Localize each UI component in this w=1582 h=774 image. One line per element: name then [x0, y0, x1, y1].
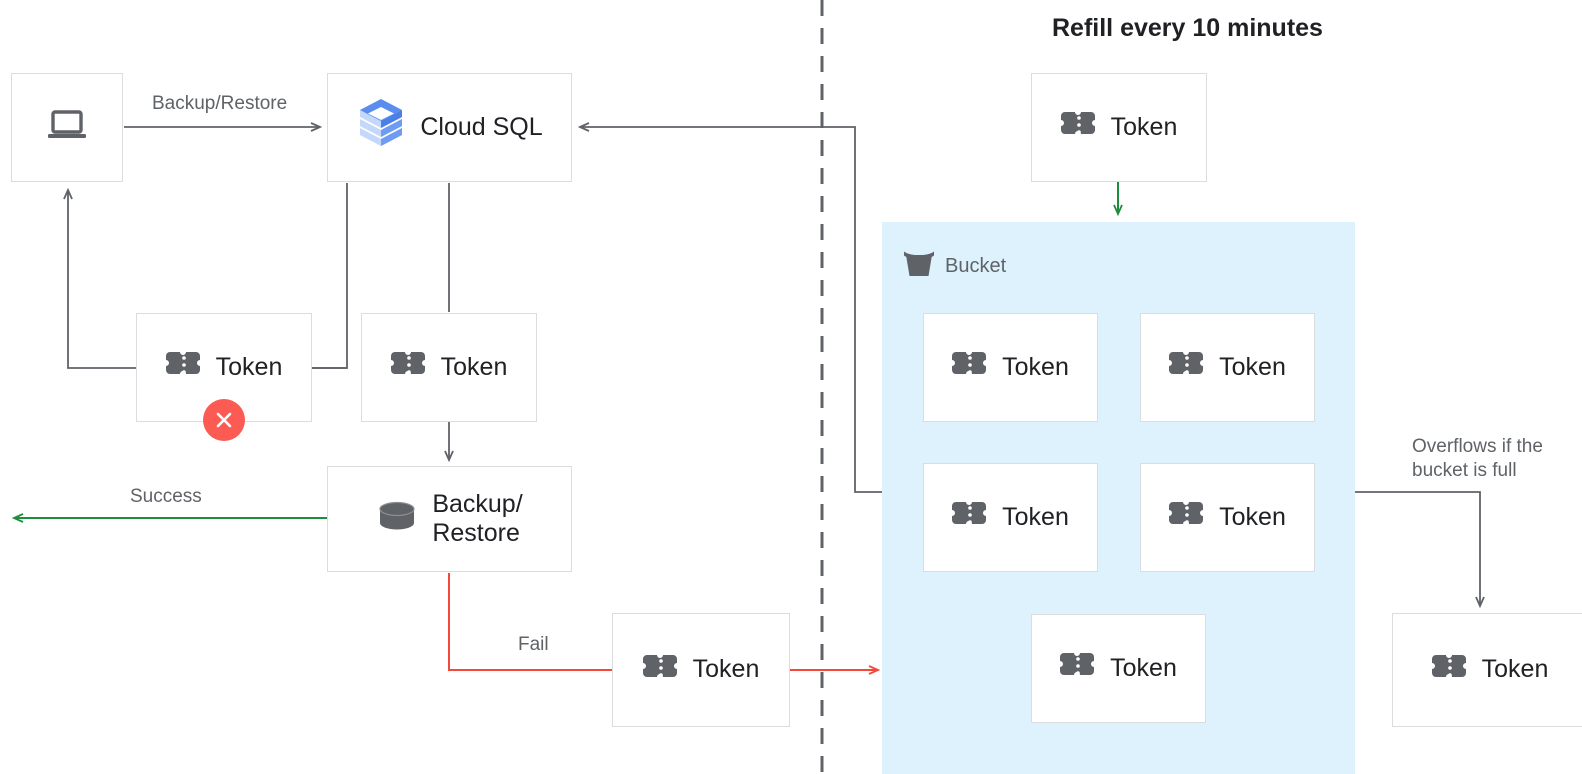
bucket-token-3-label: Token — [1002, 502, 1069, 531]
edge-bucket-to-cloudsql — [580, 127, 882, 493]
token-icon — [642, 653, 679, 688]
token-failed-label: Token — [215, 352, 283, 381]
token-fail-out-label: Token — [692, 655, 760, 684]
laptop-icon — [45, 107, 89, 148]
bucket-title: Bucket — [903, 248, 1006, 284]
client-node[interactable] — [11, 73, 123, 182]
cloud-sql-icon — [356, 97, 406, 158]
token-icon — [1431, 653, 1468, 688]
token-icon — [952, 350, 988, 385]
token-icon — [1169, 350, 1205, 385]
cloud-sql-node[interactable]: Cloud SQL — [327, 73, 572, 182]
token-mid-label: Token — [440, 352, 508, 381]
bucket-title-label: Bucket — [945, 254, 1007, 277]
token-overflow-label: Token — [1481, 655, 1549, 684]
database-icon — [376, 500, 418, 539]
token-icon — [1060, 651, 1096, 686]
bucket-token-5-label: Token — [1110, 653, 1177, 682]
token-overflow-node[interactable]: Token — [1392, 613, 1582, 727]
cloud-sql-label: Cloud SQL — [420, 112, 543, 141]
token-mid-node[interactable]: Token — [361, 313, 537, 422]
token-fail-out-node[interactable]: Token — [612, 613, 790, 727]
bucket-token-2-label: Token — [1219, 352, 1286, 381]
edge-overflow — [1355, 491, 1480, 606]
bucket-token-5[interactable]: Token — [1031, 614, 1206, 723]
close-icon — [216, 412, 232, 428]
error-x-badge — [203, 399, 245, 441]
token-icon — [390, 350, 427, 385]
token-icon — [165, 350, 202, 385]
token-icon — [1060, 110, 1097, 145]
bucket-token-4[interactable]: Token — [1140, 463, 1315, 572]
bucket-token-1[interactable]: Token — [923, 313, 1098, 422]
bucket-token-2[interactable]: Token — [1140, 313, 1315, 422]
backup-restore-node[interactable]: Backup/ Restore — [327, 466, 572, 572]
edge-label-overflow: Overflows if the bucket is full — [1412, 436, 1543, 482]
bucket-token-1-label: Token — [1002, 352, 1069, 381]
bucket-token-4-label: Token — [1219, 502, 1286, 531]
edge-label-backup-restore: Backup/Restore — [152, 93, 288, 114]
bucket-icon — [903, 248, 935, 284]
backup-restore-label: Backup/ Restore — [432, 489, 523, 548]
edge-label-fail: Fail — [518, 634, 549, 655]
token-refill-label: Token — [1110, 112, 1178, 141]
token-icon — [952, 500, 988, 535]
token-icon — [1169, 500, 1205, 535]
bucket-token-3[interactable]: Token — [923, 463, 1098, 572]
page-title: Refill every 10 minutes — [1052, 14, 1323, 42]
token-refill-node[interactable]: Token — [1031, 73, 1207, 182]
edge-label-success: Success — [130, 486, 202, 507]
